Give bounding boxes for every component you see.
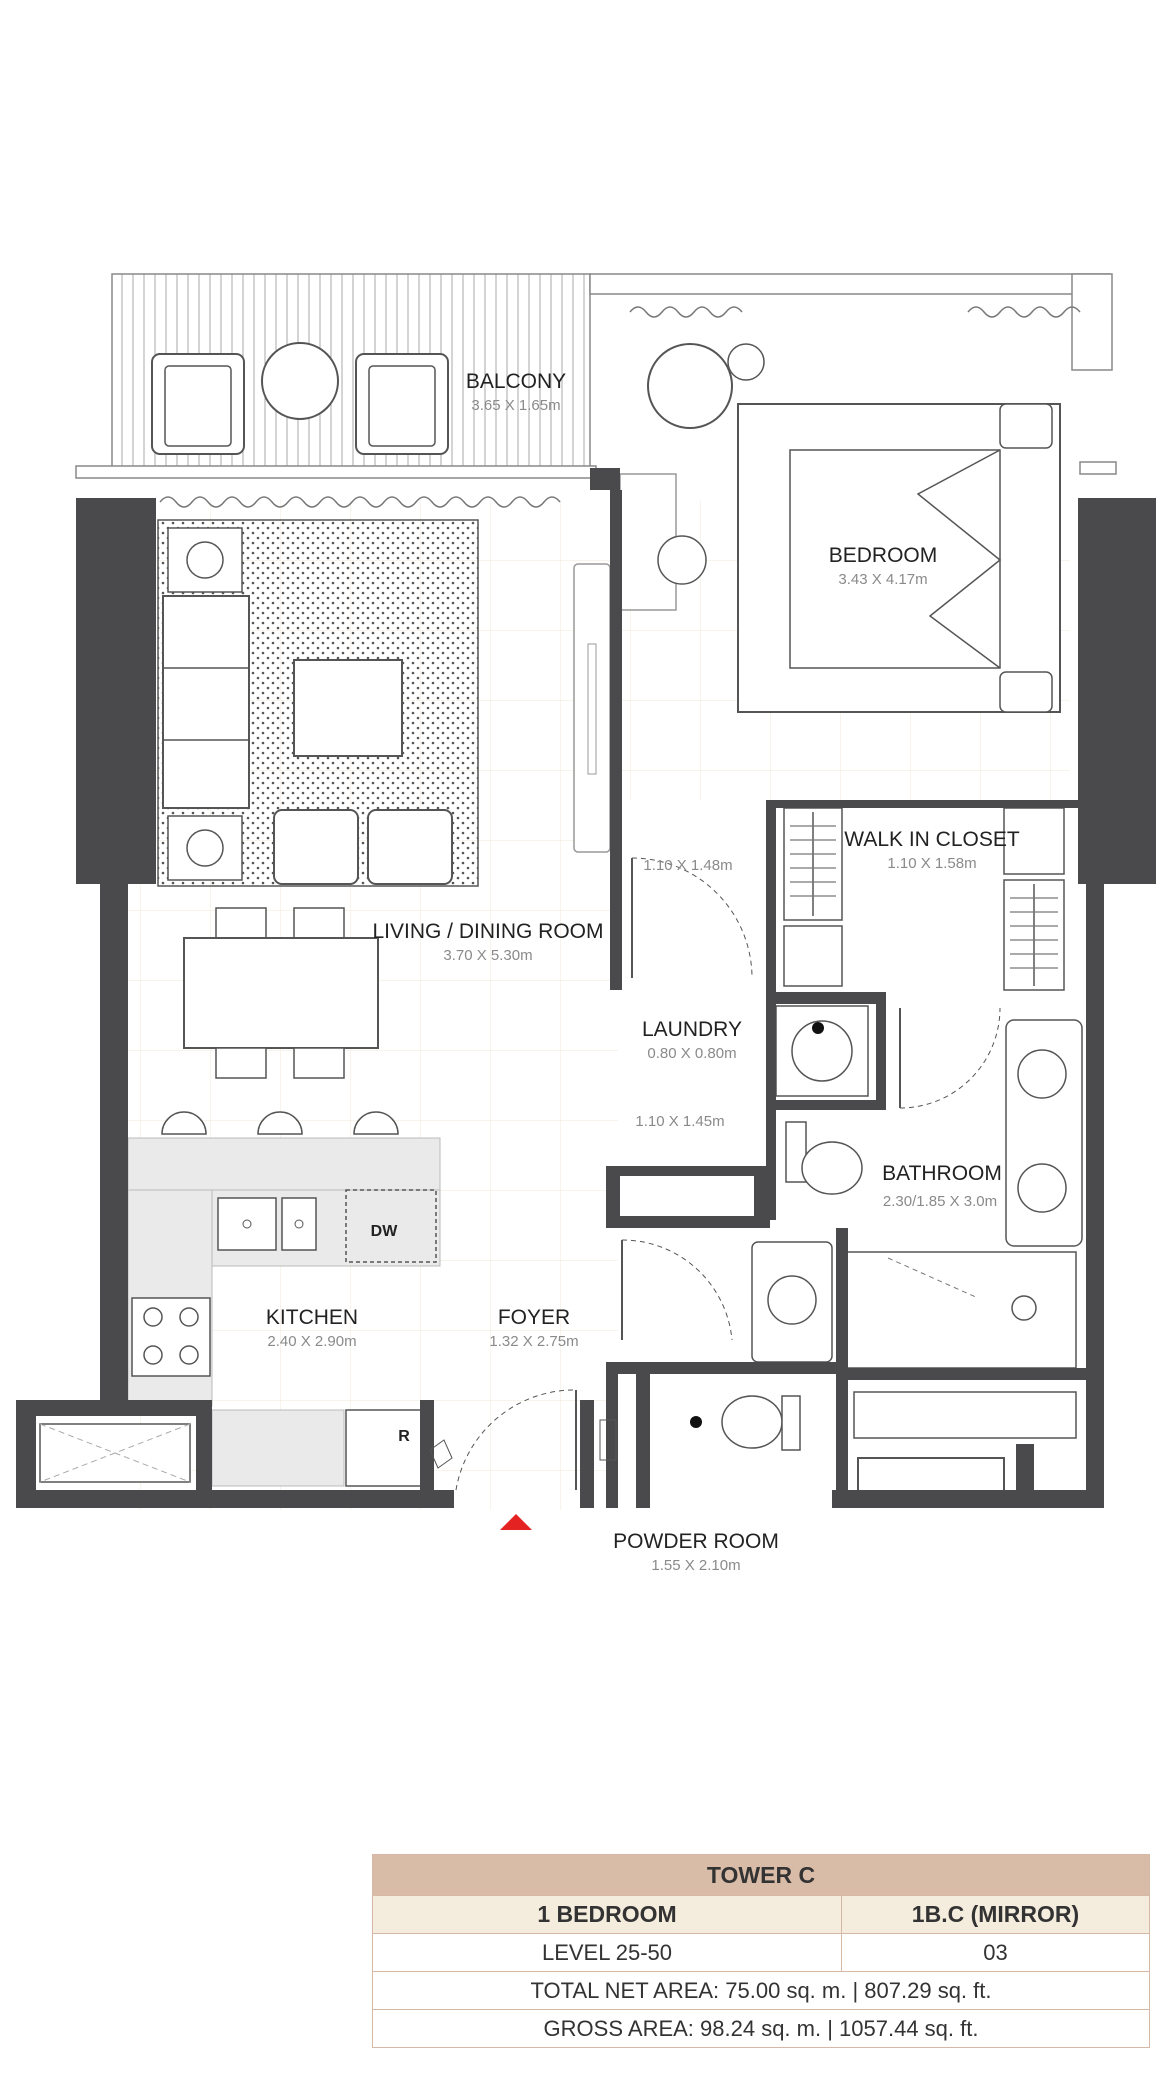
- foyer-label: FOYER: [498, 1306, 570, 1329]
- stool-icon: [657, 535, 707, 585]
- walk-in-closet-label: WALK IN CLOSET: [844, 828, 1020, 851]
- curtain: [159, 496, 561, 508]
- bedroom-label: BEDROOM: [829, 544, 938, 567]
- shower-icon: [845, 1251, 1077, 1369]
- bathroom-label: BATHROOM: [882, 1162, 1002, 1185]
- armchair-icon: [367, 809, 453, 885]
- side-table-icon: [727, 343, 765, 381]
- bar-stool-icon: [161, 1111, 399, 1135]
- corridor-lower-dimensions: 1.10 X 1.45m: [635, 1113, 724, 1130]
- sofa-icon: [162, 595, 250, 809]
- storage-cross: [39, 1423, 191, 1483]
- lounge-chair-icon: [647, 343, 733, 429]
- table-row: LEVEL 25-50 03: [372, 1933, 1150, 1972]
- level-range: LEVEL 25-50: [372, 1933, 842, 1972]
- bed-icon: [737, 403, 1061, 713]
- washing-machine-icon: [775, 1005, 869, 1097]
- unit-number: 03: [841, 1933, 1150, 1972]
- unit-info-table: TOWER C 1 BEDROOM 1B.C (MIRROR) LEVEL 25…: [372, 1854, 1150, 2048]
- dishwasher-icon: [345, 1189, 437, 1263]
- floor-drain-icon: [690, 1416, 702, 1428]
- living-dining-label: LIVING / DINING ROOM: [372, 920, 603, 943]
- table-header-row: 1 BEDROOM 1B.C (MIRROR): [372, 1895, 1150, 1934]
- dining-table-icon: [183, 907, 379, 1079]
- lamp-icon: [186, 829, 224, 867]
- balcony-chair-icon: [151, 353, 245, 455]
- basin-icon: [767, 1275, 817, 1325]
- kitchen-dimensions: 2.40 X 2.90m: [267, 1333, 356, 1350]
- side-table-icon: [167, 527, 243, 593]
- floor-plan: BALCONY 3.65 X 1.65m BEDROOM 3.43 X 4.17…: [16, 273, 1156, 1574]
- gross-area: GROSS AREA: 98.24 sq. m. | 1057.44 sq. f…: [372, 2009, 1150, 2048]
- table-row: GROSS AREA: 98.24 sq. m. | 1057.44 sq. f…: [372, 2009, 1150, 2048]
- powder-room-label: POWDER ROOM: [613, 1530, 779, 1553]
- walls: [16, 468, 1156, 1508]
- tv-unit-icon: [573, 563, 611, 853]
- basin-icon: [1017, 1163, 1067, 1213]
- tower-name: TOWER C: [372, 1854, 1150, 1896]
- powder-room-dimensions: 1.55 X 2.10m: [651, 1557, 740, 1574]
- armchair-icon: [273, 809, 359, 885]
- bedroom-dimensions: 3.43 X 4.17m: [838, 571, 927, 588]
- lamp-icon: [186, 541, 224, 579]
- cooktop-icon: [131, 1297, 211, 1377]
- dishwasher-label: DW: [371, 1223, 399, 1240]
- corridor-upper-dimensions: 1.10 X 1.48m: [643, 857, 732, 874]
- entry-arrow-icon: [500, 1514, 532, 1530]
- net-area: TOTAL NET AREA: 75.00 sq. m. | 807.29 sq…: [372, 1971, 1150, 2010]
- bedroom-count: 1 BEDROOM: [372, 1895, 842, 1934]
- living-dining-dimensions: 3.70 X 5.30m: [443, 947, 532, 964]
- walk-in-closet-dimensions: 1.10 X 1.58m: [887, 855, 976, 872]
- door-swings: [429, 857, 1001, 1491]
- wardrobe-icon: [783, 807, 843, 987]
- coffee-table-icon: [293, 659, 403, 757]
- balcony-dimensions: 3.65 X 1.65m: [471, 397, 560, 414]
- basin-icon: [1017, 1049, 1067, 1099]
- balcony-chair-icon: [355, 353, 449, 455]
- toilet-icon: [785, 1121, 863, 1195]
- bathroom-dimensions: 2.30/1.85 X 3.0m: [883, 1193, 997, 1210]
- balcony-label: BALCONY: [466, 370, 566, 393]
- kitchen-label: KITCHEN: [266, 1306, 358, 1329]
- balcony-table-icon: [261, 342, 339, 420]
- toilet-icon: [721, 1395, 801, 1451]
- sink-icon: [217, 1197, 317, 1251]
- curtain: [629, 306, 1081, 318]
- table-title-row: TOWER C: [372, 1854, 1150, 1896]
- laundry-dimensions: 0.80 X 0.80m: [647, 1045, 736, 1062]
- storage-cupboard: [853, 1391, 1077, 1439]
- wardrobe-icon: [1003, 807, 1065, 991]
- table-row: TOTAL NET AREA: 75.00 sq. m. | 807.29 sq…: [372, 1971, 1150, 2010]
- refrigerator-label: R: [398, 1428, 410, 1445]
- laundry-label: LAUNDRY: [642, 1018, 742, 1041]
- foyer-dimensions: 1.32 X 2.75m: [489, 1333, 578, 1350]
- unit-type: 1B.C (MIRROR): [841, 1895, 1150, 1934]
